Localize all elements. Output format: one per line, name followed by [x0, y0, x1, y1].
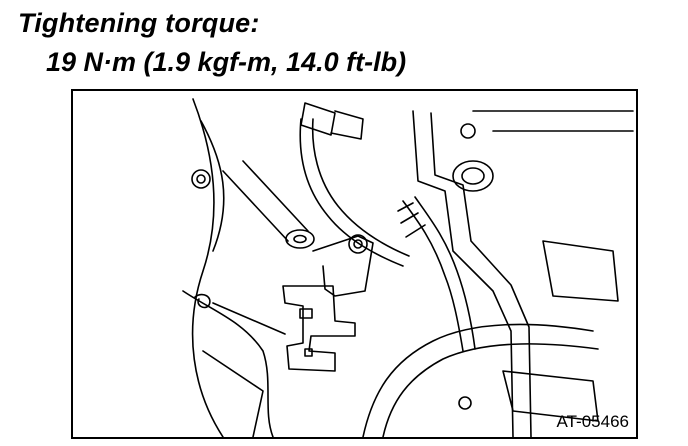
bracket-upright [312, 235, 374, 297]
mechanical-illustration [182, 98, 634, 437]
right-harness [402, 200, 464, 352]
right-fitting [452, 160, 494, 192]
bracket-bolt [348, 234, 368, 254]
engine-contour-left [200, 120, 225, 252]
harness-cable [299, 118, 404, 267]
torque-heading: Tightening torque: [18, 8, 260, 38]
figure-id: AT-05466 [556, 412, 629, 431]
left-bolt [191, 169, 211, 189]
torque-spec: 19 N·m (1.9 kgf-m, 14.0 ft-lb) [46, 47, 407, 77]
right-pipe [412, 110, 514, 437]
engine-contour-lower [182, 290, 274, 437]
left-cylinder [222, 160, 309, 242]
figure-frame: AT-05466 [71, 89, 638, 439]
lower-hose [362, 323, 594, 437]
bracket [282, 285, 356, 372]
leader-line [212, 302, 286, 335]
harness-connector [300, 102, 336, 136]
right-bolt [460, 123, 476, 139]
left-cylinder-end [285, 229, 315, 249]
engine-block-outline [191, 98, 224, 437]
